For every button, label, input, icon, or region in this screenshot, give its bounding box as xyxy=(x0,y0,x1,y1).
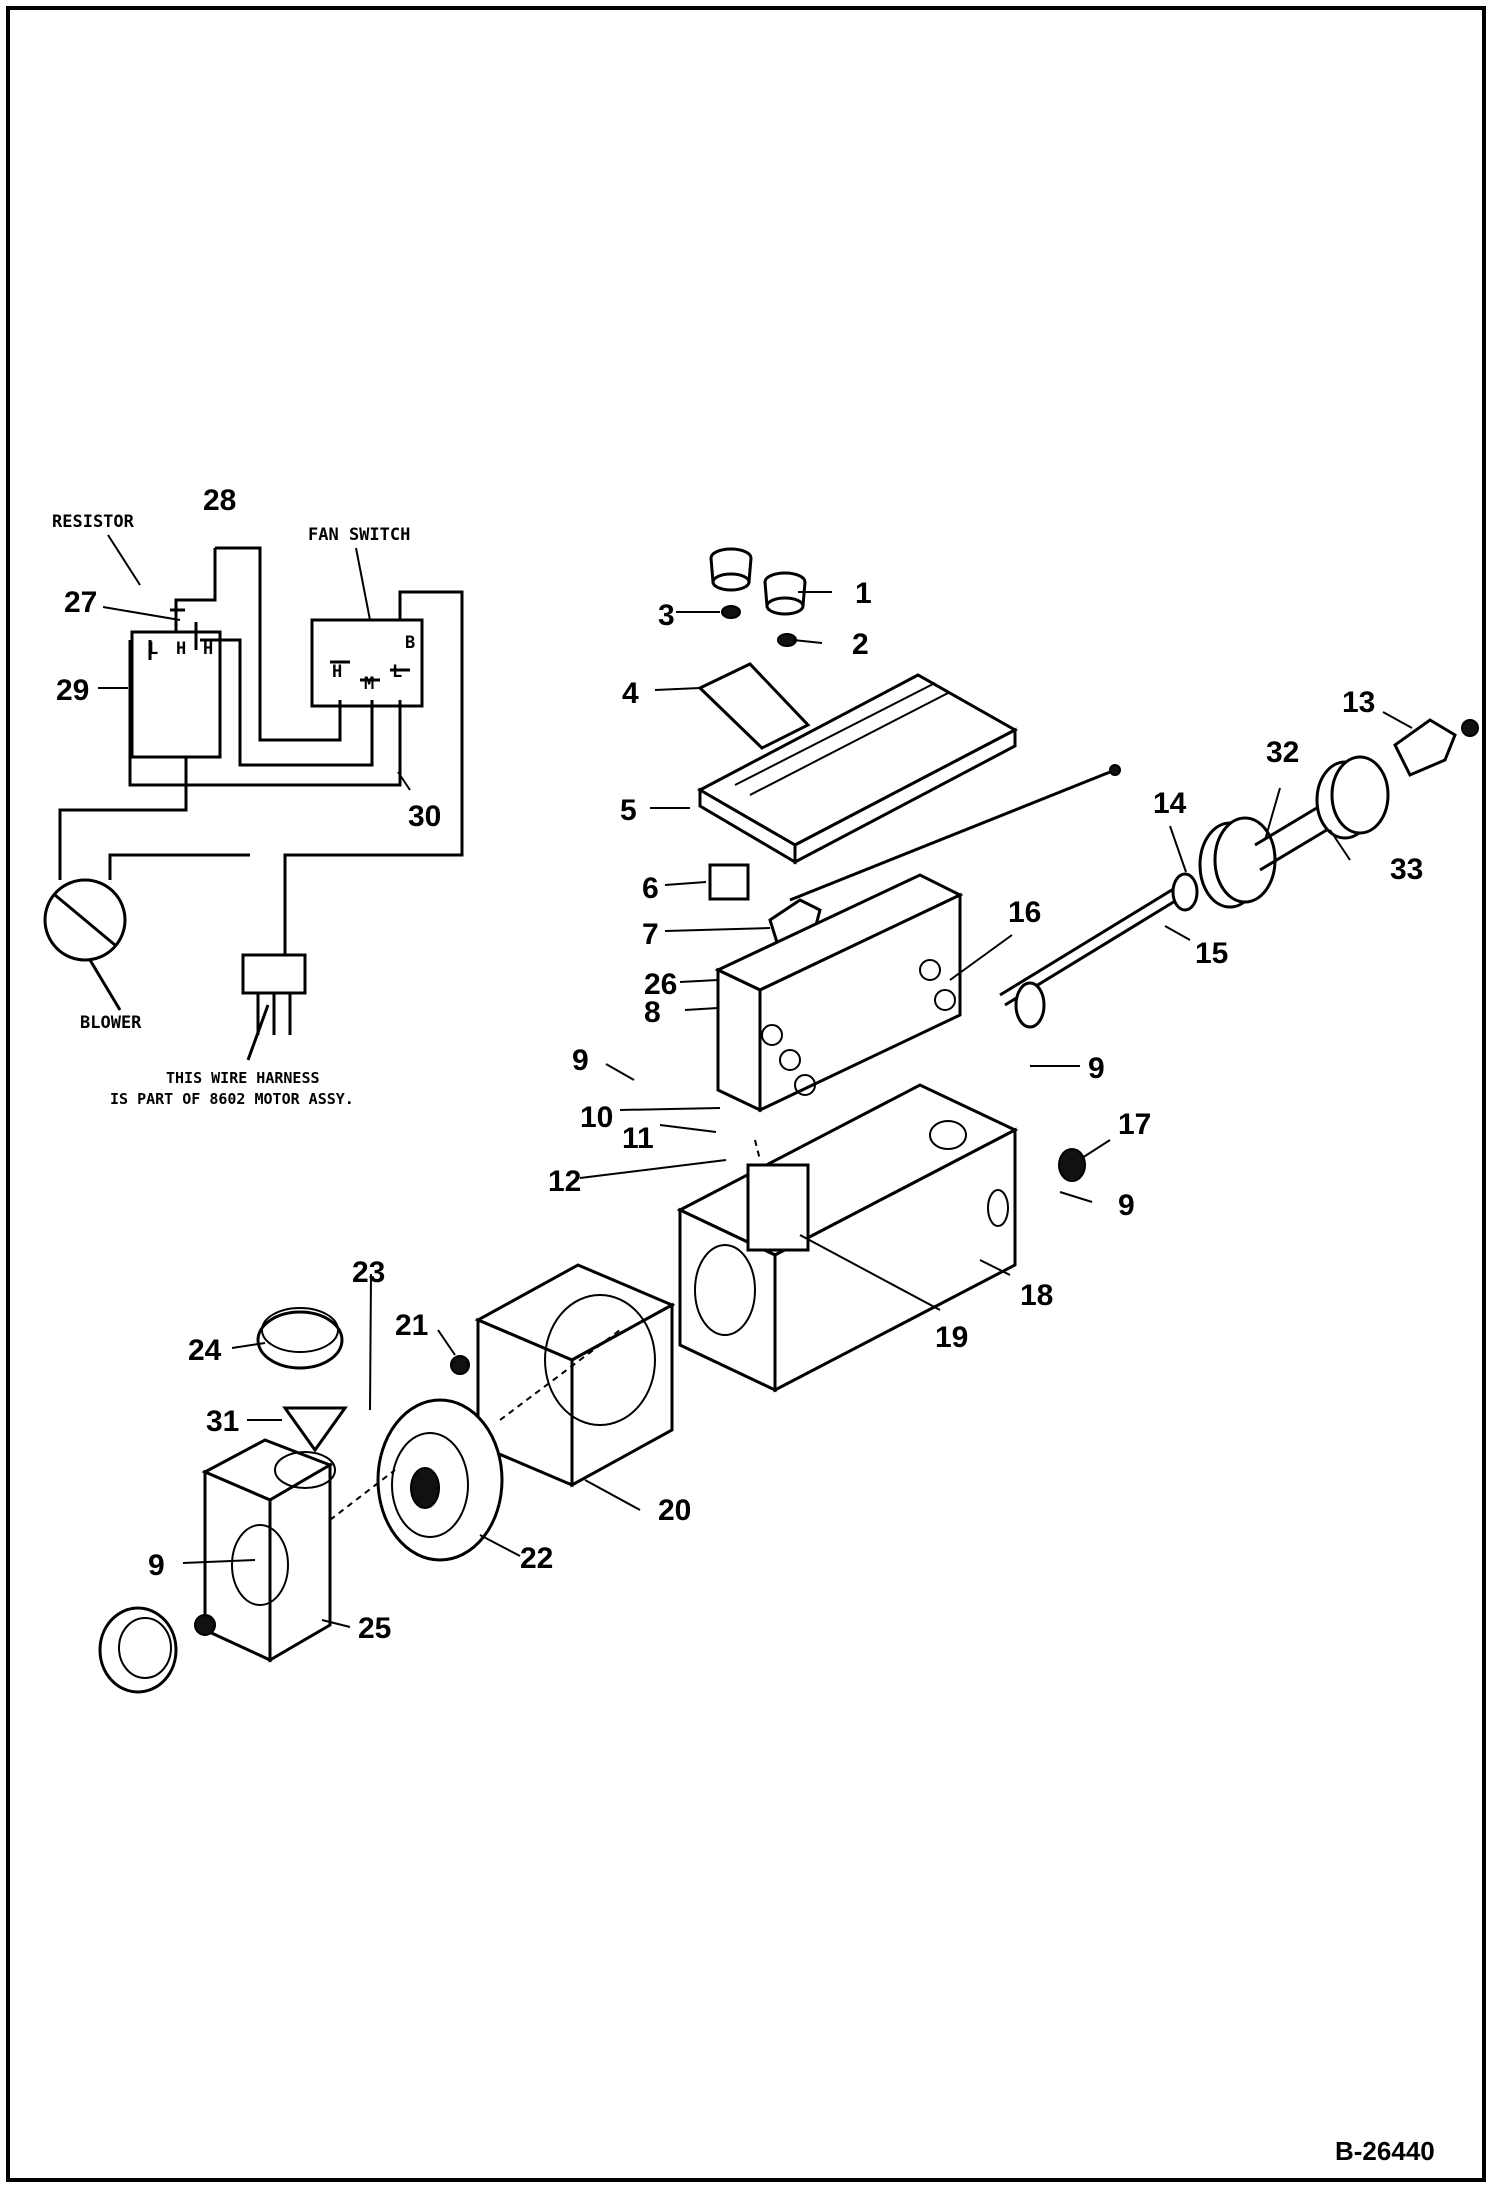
part-callouts: 1 2 3 4 5 6 7 8 9 10 11 12 13 14 15 16 1… xyxy=(56,484,1423,1645)
terminal-h: H xyxy=(203,639,213,659)
drawing-border xyxy=(6,6,1486,2182)
callout-33: 33 xyxy=(1390,853,1423,886)
blower-label: BLOWER xyxy=(80,1013,142,1033)
callout-5: 5 xyxy=(620,794,637,827)
terminal-l: L xyxy=(148,639,158,659)
terminal-b: B xyxy=(405,633,415,653)
mounting-plate xyxy=(697,662,811,750)
wiring-schematic: RESISTOR FAN SWITCH H L H B H M L BLOWER… xyxy=(43,512,464,1108)
knob-part xyxy=(709,547,753,592)
harness-note-line1: THIS WIRE HARNESS xyxy=(166,1069,320,1087)
blower-motor xyxy=(376,1398,504,1562)
callout-4: 4 xyxy=(622,677,639,710)
callout-12: 12 xyxy=(548,1165,581,1198)
fan-switch-symbol xyxy=(310,618,424,708)
resistor-label: RESISTOR xyxy=(52,512,135,532)
leader-lines xyxy=(98,591,1413,1628)
callout-28: 28 xyxy=(203,484,236,517)
callout-22: 22 xyxy=(520,1542,553,1575)
callout-2: 2 xyxy=(852,628,869,661)
callout-15: 15 xyxy=(1195,937,1228,970)
callout-29: 29 xyxy=(56,674,89,707)
harness-connector-symbol xyxy=(241,953,307,995)
knob-part xyxy=(763,571,807,616)
callout-24: 24 xyxy=(188,1334,222,1367)
callout-9-right: 9 xyxy=(1118,1189,1135,1222)
callout-31: 31 xyxy=(206,1405,239,1438)
callout-17: 17 xyxy=(1118,1108,1151,1141)
callout-27: 27 xyxy=(64,586,97,619)
core-front xyxy=(716,967,762,1113)
callout-21: 21 xyxy=(395,1309,428,1342)
callout-9-left: 9 xyxy=(572,1044,589,1077)
resistor-part xyxy=(746,1163,810,1252)
callout-7: 7 xyxy=(642,918,659,951)
core-side xyxy=(758,892,962,1113)
terminal-m: M xyxy=(364,674,374,694)
harness-note-line2: IS PART OF 8602 MOTOR ASSY. xyxy=(110,1090,354,1108)
callout-14: 14 xyxy=(1153,787,1187,820)
callout-9-lower-left: 9 xyxy=(148,1549,165,1582)
callout-19: 19 xyxy=(935,1321,968,1354)
callout-18: 18 xyxy=(1020,1279,1053,1312)
callout-32: 32 xyxy=(1266,736,1299,769)
fan-switch-label: FAN SWITCH xyxy=(308,525,410,545)
callout-3: 3 xyxy=(658,599,675,632)
callout-6: 6 xyxy=(642,872,659,905)
callout-1: 1 xyxy=(855,577,872,610)
terminal-h-switch: H xyxy=(332,662,342,682)
callout-9-upper-right: 9 xyxy=(1088,1052,1105,1085)
terminal-l-switch: L xyxy=(392,662,402,682)
callout-16: 16 xyxy=(1008,896,1041,929)
callout-25: 25 xyxy=(358,1612,391,1645)
switch-part xyxy=(708,863,750,901)
callout-20: 20 xyxy=(658,1494,691,1527)
exploded-parts xyxy=(98,547,1479,1694)
callout-11: 11 xyxy=(622,1122,654,1155)
callout-26: 26 xyxy=(644,968,677,1001)
callout-23: 23 xyxy=(352,1256,385,1289)
callout-30: 30 xyxy=(408,800,441,833)
callout-8: 8 xyxy=(644,996,661,1029)
callout-10: 10 xyxy=(580,1101,613,1134)
callout-13: 13 xyxy=(1342,686,1375,719)
housing-side xyxy=(773,1127,1017,1393)
terminal-h-top: H xyxy=(176,639,186,659)
figure-number: B-26440 xyxy=(1335,2136,1435,2166)
blower-motor-symbol xyxy=(43,878,127,962)
